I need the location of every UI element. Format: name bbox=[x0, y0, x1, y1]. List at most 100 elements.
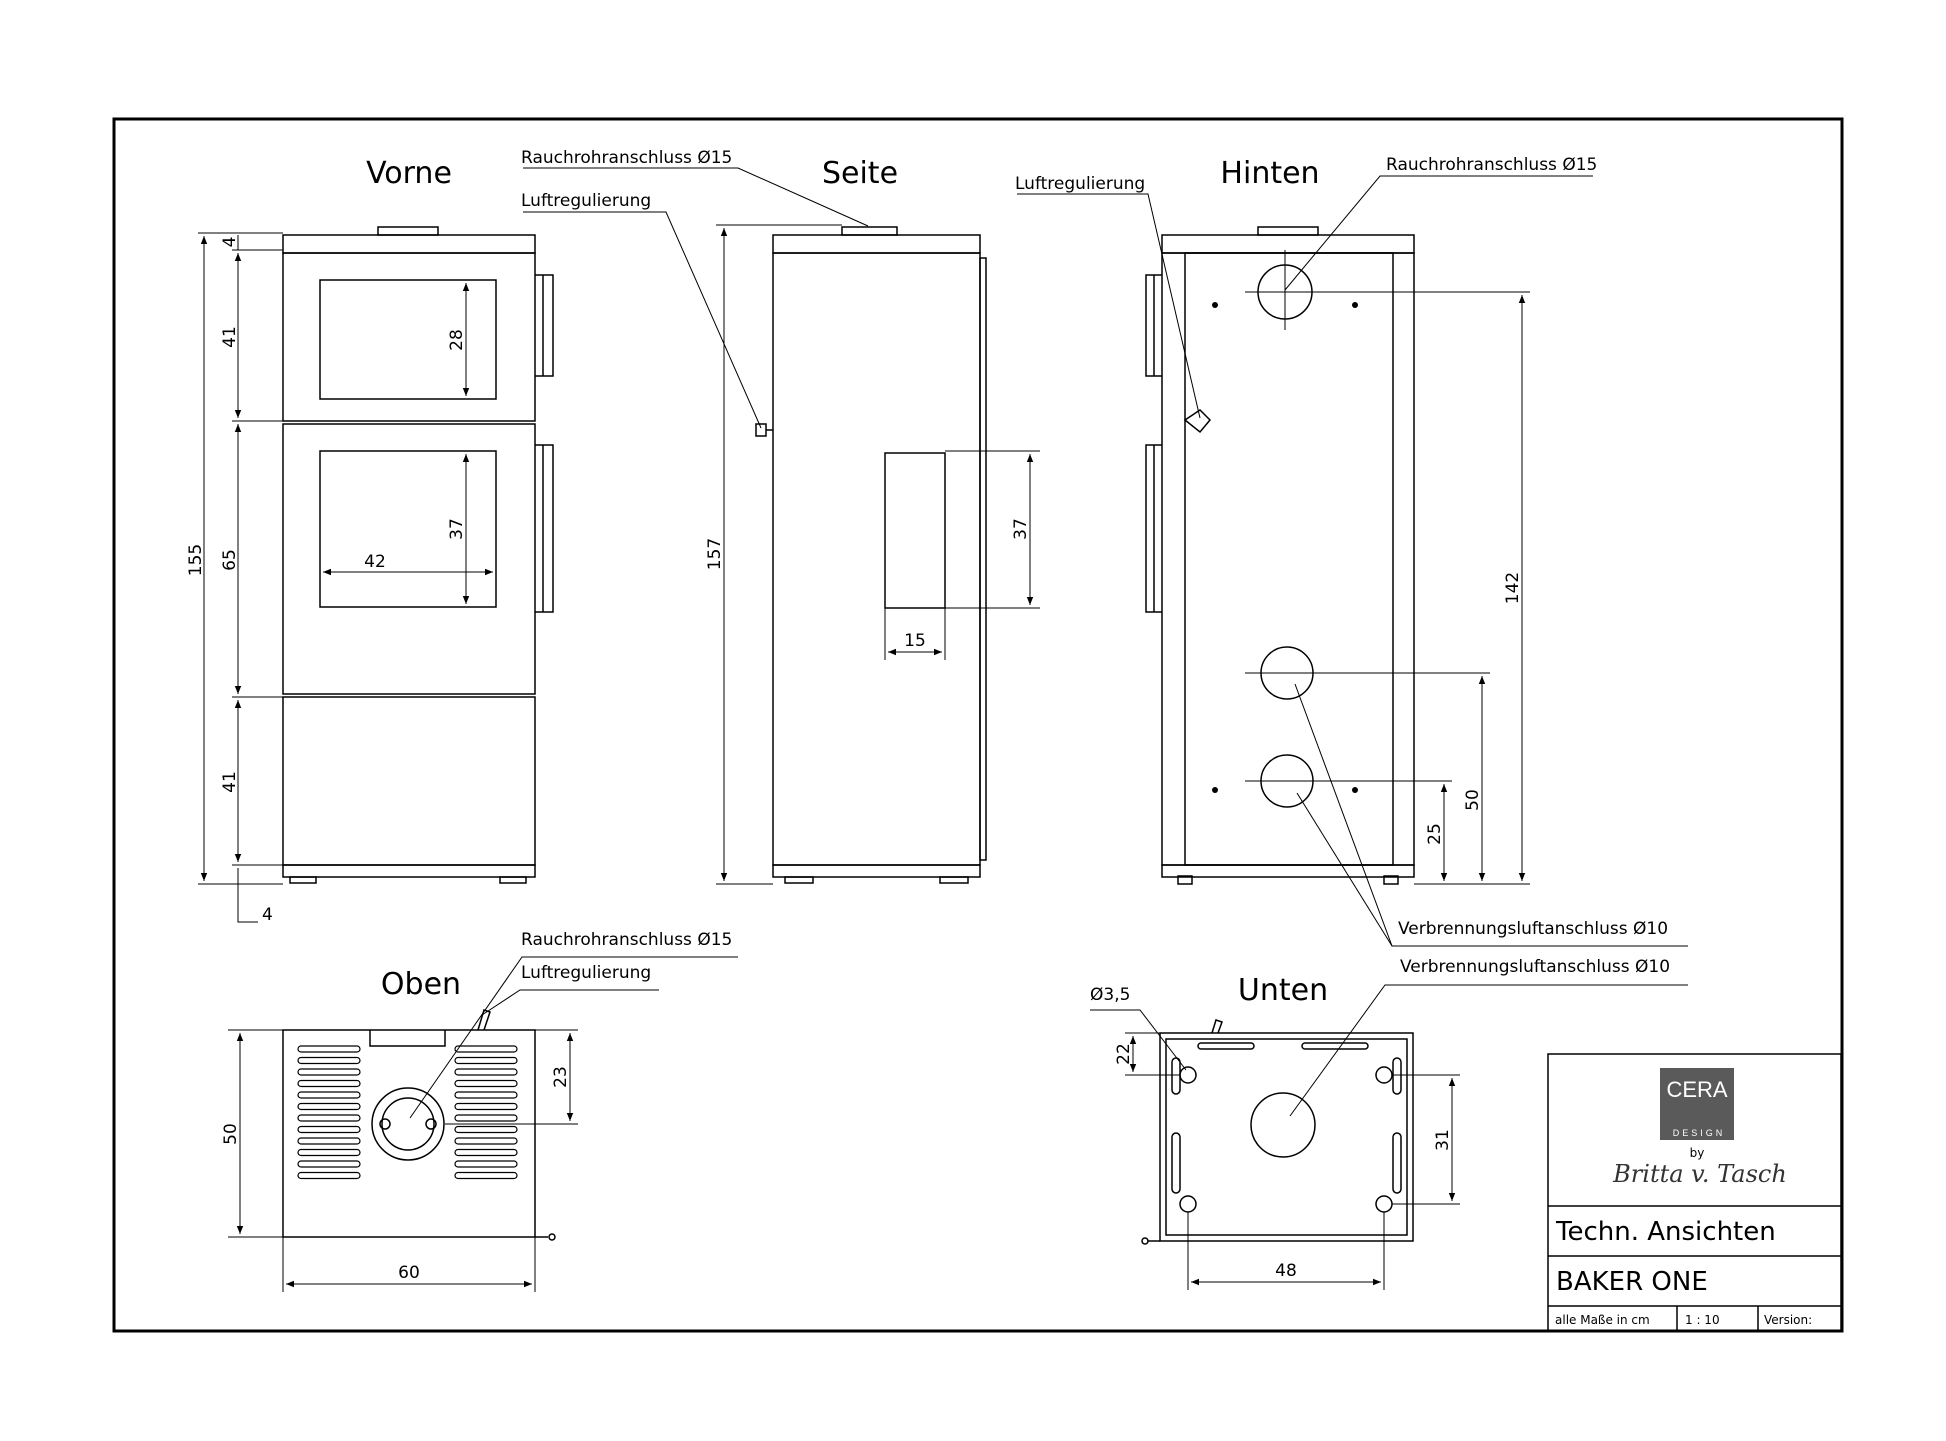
dim-side-total: 157 bbox=[705, 538, 725, 570]
dim-bottom-width: 48 bbox=[1275, 1261, 1297, 1281]
callout-air-side: Luftregulierung bbox=[521, 191, 651, 211]
side-air-knob bbox=[755, 423, 767, 437]
dim-front-upper: 41 bbox=[220, 326, 240, 348]
side-window bbox=[884, 452, 946, 609]
sheet-title: Techn. Ansichten bbox=[1555, 1217, 1776, 1247]
title-back: Hinten bbox=[1220, 156, 1319, 191]
back-dimensions bbox=[1245, 250, 1530, 885]
dim-bottom-offset: 31 bbox=[1433, 1129, 1453, 1151]
top-outline bbox=[282, 1029, 536, 1238]
top-dim-labels: 50 23 60 bbox=[221, 1066, 571, 1283]
louver-slot bbox=[297, 1114, 361, 1122]
bottom-air-opening bbox=[1250, 1092, 1316, 1158]
cera-logo-box bbox=[1660, 1068, 1734, 1140]
callout-flue-back: Rauchrohranschluss Ø15 bbox=[1386, 155, 1597, 175]
top-dimensions bbox=[228, 1029, 578, 1292]
side-flue-collar bbox=[841, 226, 898, 236]
side-plinth bbox=[772, 864, 981, 878]
designer-signature: Britta v. Tasch bbox=[1612, 1160, 1787, 1188]
top-air-lever bbox=[477, 1009, 491, 1031]
title-bottom: Unten bbox=[1238, 973, 1328, 1008]
front-dimensions bbox=[198, 232, 493, 923]
front-middle-handle bbox=[535, 444, 554, 613]
louver-slot bbox=[454, 1125, 518, 1134]
dim-front-win2-h: 37 bbox=[447, 518, 467, 540]
bottom-hole-3 bbox=[1375, 1066, 1393, 1084]
product-name: BAKER ONE bbox=[1556, 1267, 1708, 1297]
view-titles: Vorne Seite Hinten Oben Unten bbox=[366, 156, 1328, 1008]
callout-combustion-back: Verbrennungsluftanschluss Ø10 bbox=[1398, 919, 1668, 939]
front-dim-labels: 155 4 41 65 41 4 28 37 42 bbox=[186, 237, 467, 925]
louver-slot bbox=[454, 1137, 518, 1145]
callout-flue-side: Rauchrohranschluss Ø15 bbox=[521, 148, 732, 168]
front-top-plate bbox=[282, 234, 536, 254]
brand-logo: CERA DESIGN by Britta v. Tasch bbox=[1612, 1068, 1787, 1188]
callout-labels: Rauchrohranschluss Ø15 Luftregulierung L… bbox=[521, 148, 1670, 1005]
dim-back-50: 50 bbox=[1463, 789, 1483, 811]
bottom-dimensions bbox=[1125, 1032, 1460, 1290]
dim-top-depth: 50 bbox=[221, 1123, 241, 1145]
louver-slot bbox=[297, 1137, 361, 1145]
louver-slot bbox=[297, 1160, 361, 1168]
title-block bbox=[1547, 1053, 1842, 1332]
logo-by: by bbox=[1690, 1146, 1705, 1160]
callout-flue-top: Rauchrohranschluss Ø15 bbox=[521, 930, 732, 950]
bottom-outline bbox=[1159, 1032, 1414, 1242]
louver-slot bbox=[454, 1114, 518, 1122]
dim-top-width: 60 bbox=[398, 1263, 420, 1283]
back-dots bbox=[1212, 302, 1358, 793]
louver-slot bbox=[297, 1102, 361, 1111]
side-top-plate bbox=[772, 234, 981, 254]
top-view bbox=[282, 1009, 556, 1241]
bottom-hole-2 bbox=[1179, 1195, 1197, 1213]
louver-slot bbox=[454, 1045, 518, 1053]
front-middle-door bbox=[282, 423, 536, 695]
bottom-hole-1 bbox=[1179, 1066, 1197, 1084]
top-flue-ring-outer bbox=[371, 1087, 445, 1161]
louver-slot bbox=[297, 1171, 361, 1180]
front-lower-drawer bbox=[282, 696, 536, 866]
louver-slot bbox=[454, 1056, 518, 1065]
dim-back-142: 142 bbox=[1503, 572, 1523, 604]
callout-air-back: Luftregulierung bbox=[1015, 174, 1145, 194]
bottom-dim-labels: 22 31 48 bbox=[1114, 1043, 1453, 1281]
front-view bbox=[282, 226, 554, 884]
side-body bbox=[772, 252, 981, 866]
dim-front-middle: 65 bbox=[220, 549, 240, 571]
louver-slot bbox=[297, 1068, 361, 1076]
dim-front-base: 4 bbox=[262, 905, 273, 925]
louver-slot bbox=[297, 1056, 361, 1065]
bottom-view bbox=[1141, 1019, 1414, 1245]
side-view bbox=[755, 226, 987, 884]
top-collar-notch bbox=[369, 1030, 446, 1047]
dim-side-win-h: 37 bbox=[1011, 518, 1031, 540]
back-top-plate bbox=[1161, 234, 1415, 254]
front-plinth bbox=[282, 864, 536, 878]
dim-bottom-depth: 22 bbox=[1114, 1043, 1134, 1065]
front-upper-window bbox=[319, 279, 497, 400]
louver-slot bbox=[297, 1125, 361, 1134]
louver-slot bbox=[454, 1148, 518, 1157]
side-dimensions bbox=[716, 224, 1040, 885]
louver-slot bbox=[454, 1079, 518, 1088]
dim-back-25: 25 bbox=[1425, 823, 1445, 845]
front-flue-collar bbox=[377, 226, 439, 236]
dim-front-win2-w: 42 bbox=[364, 552, 386, 572]
title-side: Seite bbox=[822, 156, 898, 191]
front-middle-window bbox=[319, 450, 497, 608]
title-front: Vorne bbox=[366, 156, 452, 191]
louver-slot bbox=[297, 1079, 361, 1088]
top-flue-ring-inner bbox=[381, 1097, 435, 1151]
top-louvers bbox=[297, 1045, 518, 1180]
leader-lines bbox=[409, 167, 1688, 1119]
dim-front-total: 155 bbox=[186, 544, 206, 576]
louver-slot bbox=[454, 1068, 518, 1076]
back-outer bbox=[1161, 252, 1415, 866]
callout-combustion-bottom: Verbrennungsluftanschluss Ø10 bbox=[1400, 957, 1670, 977]
title-block-text: Techn. Ansichten BAKER ONE alle Maße in … bbox=[1555, 1217, 1812, 1327]
units-note: alle Maße in cm bbox=[1555, 1313, 1650, 1327]
back-dim-labels: 142 50 25 bbox=[1425, 572, 1523, 845]
louver-slot bbox=[297, 1148, 361, 1157]
louver-slot bbox=[297, 1091, 361, 1099]
